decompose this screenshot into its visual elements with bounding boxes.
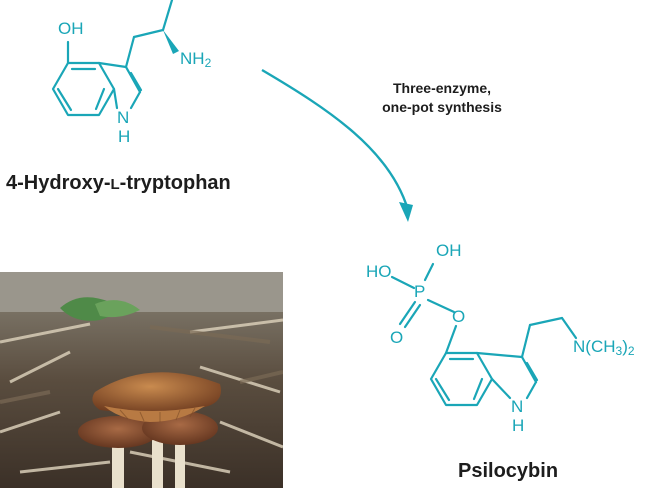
mushroom-photo-drawing	[0, 272, 283, 488]
reaction-description: Three-enzyme, one-pot synthesis	[352, 79, 532, 117]
reactant-benzene-ring	[51, 61, 116, 117]
product-benzene-ring	[429, 351, 494, 407]
product-name: Psilocybin	[458, 460, 559, 482]
reactant-amine-label: NH2	[180, 49, 212, 70]
reactant-stereo-wedge	[163, 30, 179, 54]
reactant-pyrrole-ring	[97, 61, 143, 110]
product-oh-top: OH	[436, 241, 462, 260]
product-ring-hydrogen: H	[512, 416, 525, 435]
reaction-line-1: Three-enzyme,	[392, 80, 492, 96]
arrow-head	[399, 202, 413, 222]
reactant-ring-nitrogen: N	[117, 108, 130, 127]
mushroom-photo	[0, 272, 283, 488]
product-ring-oxygen-bond	[444, 324, 458, 355]
reaction-line-2: one-pot synthesis	[382, 99, 502, 115]
product-ring-nitrogen: N	[511, 397, 524, 416]
product-pyrrole-ring	[475, 351, 539, 400]
product-side-chain	[520, 316, 578, 359]
product-bridge-oxygen: O	[452, 307, 466, 326]
product-double-bond-oxygen: O	[390, 328, 404, 347]
reactant-hydroxyl-label: OH	[58, 19, 84, 38]
product-phosphorus: P	[414, 282, 426, 301]
product-phosphate-bonds	[390, 262, 456, 329]
reaction-arrow	[261, 68, 410, 211]
reactant-name: 4-Hydroxy-L-tryptophan	[6, 172, 231, 194]
reactant-ring-hydrogen: H	[118, 127, 131, 146]
product-dimethylamine: N(CH3)2	[573, 337, 635, 358]
reactant-side-chain	[124, 0, 174, 69]
product-oh-left: HO	[366, 262, 392, 281]
